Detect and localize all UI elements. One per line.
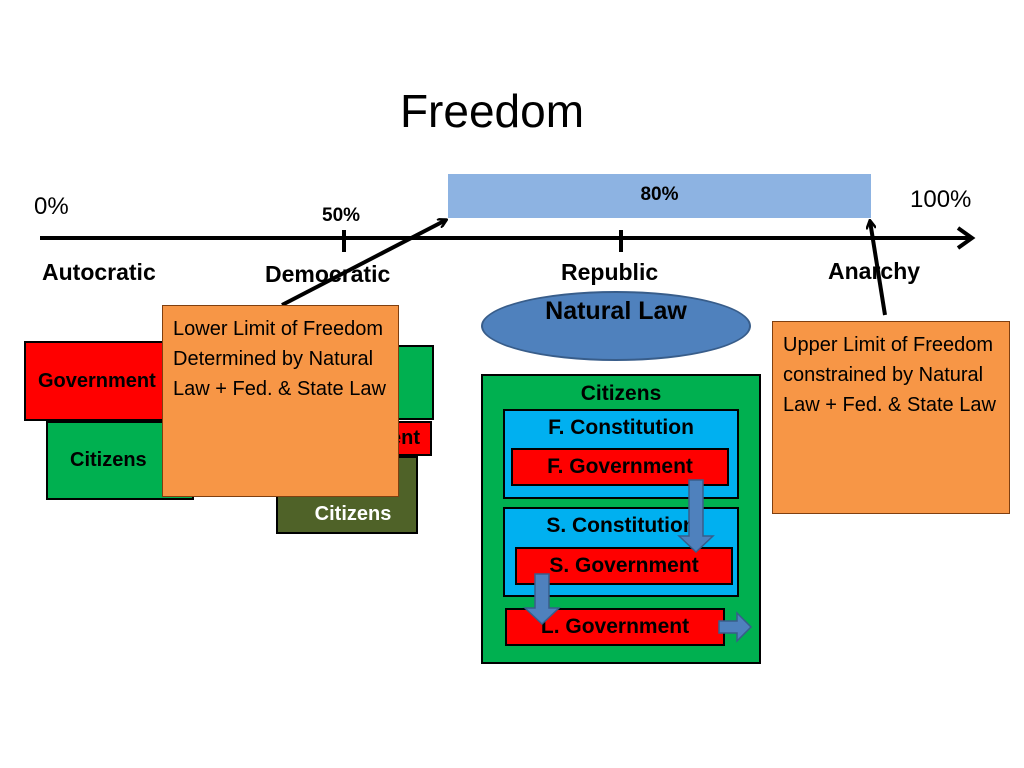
state-constitution-label: S. Constitution [546, 514, 696, 537]
democratic-citizens-label: Citizens [314, 503, 392, 525]
range-label: 80% [640, 184, 679, 205]
republic-citizens-label: Citizens [580, 382, 662, 405]
page-title: Freedom [399, 85, 585, 137]
federal-constitution-label: F. Constitution [548, 416, 694, 439]
upper-limit-note: Upper Limit of Freedom constrained by Na… [772, 321, 1010, 514]
freedom-range-bar: 80% [448, 174, 871, 218]
label-republic: Republic [561, 259, 659, 285]
label-democratic: Democratic [265, 261, 391, 287]
democratic-top-box [392, 345, 434, 420]
upper-limit-pointer [870, 221, 887, 316]
federal-constitution-box: F. Constitution F. Government [503, 409, 739, 499]
federal-to-state-arrow-icon [677, 479, 715, 554]
autocratic-government-label: Government [38, 369, 156, 392]
label-anarchy: Anarchy [828, 258, 921, 284]
state-to-local-arrow-icon [523, 573, 561, 626]
label-autocratic: Autocratic [42, 259, 156, 285]
state-government-box: S. Government [515, 547, 733, 585]
republic-citizens-panel: Citizens F. Constitution F. Government S… [481, 374, 761, 664]
natural-law-ellipse: Natural Law [481, 291, 751, 361]
lower-limit-note: Lower Limit of Freedom Determined by Nat… [162, 305, 399, 497]
delegation-arrows [523, 479, 753, 643]
autocratic-citizens-label: Citizens [70, 449, 147, 471]
scale-mid-label: 50% [322, 205, 361, 226]
local-government-label: L. Government [540, 615, 690, 638]
axis-arrow-head [956, 226, 976, 250]
federal-government-label: F. Government [547, 455, 693, 478]
local-outward-arrow-icon [718, 611, 753, 643]
scale-end-label: 100% [910, 186, 972, 213]
lower-limit-pointer [281, 220, 446, 307]
scale-start-label: 0% [34, 193, 69, 220]
state-government-label: S. Government [549, 554, 699, 577]
